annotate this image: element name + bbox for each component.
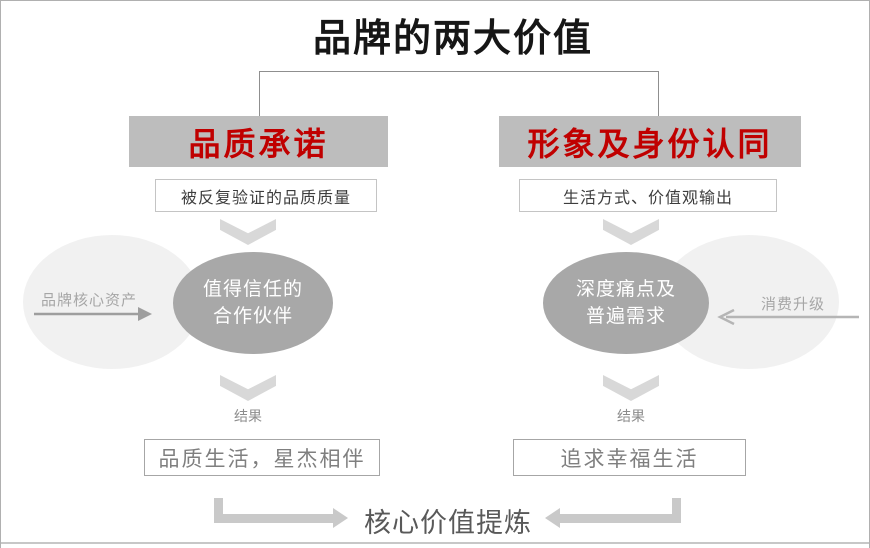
right-core-ellipse: 深度痛点及 普遍需求 xyxy=(543,252,709,354)
right-result-box: 追求幸福生活 xyxy=(513,439,746,476)
right-elbow-arrow xyxy=(672,498,681,523)
footer-label: 核心价值提炼 xyxy=(364,508,532,538)
page-title: 品牌的两大价值 xyxy=(312,18,593,60)
right-side-label: 消费升级 xyxy=(761,296,826,313)
right-sub-box: 生活方式、价值观输出 xyxy=(519,179,777,212)
right-core-line1: 深度痛点及 xyxy=(575,279,676,300)
left-header-label: 品质承诺 xyxy=(188,125,329,162)
chevron-down-icon xyxy=(220,219,276,245)
chevron-down-icon xyxy=(603,219,659,245)
left-side-label: 品牌核心资产 xyxy=(41,292,138,309)
left-background-ellipse xyxy=(23,235,201,369)
right-elbow-arrow xyxy=(560,514,681,523)
left-result-box: 品质生活，星杰相伴 xyxy=(144,439,380,476)
left-core-line1: 值得信任的 xyxy=(202,279,303,300)
left-core-line2: 合作伙伴 xyxy=(212,306,293,327)
chevron-down-icon xyxy=(220,375,276,401)
right-arrow-icon xyxy=(34,307,152,321)
right-result-label: 追求幸福生活 xyxy=(560,447,699,471)
left-sub-box: 被反复验证的品质质量 xyxy=(155,179,377,212)
left-result-label: 品质生活，星杰相伴 xyxy=(158,447,366,471)
right-sub-label: 生活方式、价值观输出 xyxy=(562,189,733,207)
right-arrowhead-icon xyxy=(333,508,348,528)
chevron-down-icon xyxy=(603,375,659,401)
left-core-ellipse: 值得信任的 合作伙伴 xyxy=(173,252,333,354)
left-sub-label: 被反复验证的品质质量 xyxy=(180,189,351,207)
left-arrowhead-icon xyxy=(545,508,560,528)
left-header-box: 品质承诺 xyxy=(129,116,388,167)
right-result-caption: 结果 xyxy=(617,408,645,424)
left-arrow-icon xyxy=(717,309,859,325)
left-elbow-arrow xyxy=(214,514,333,523)
right-header-label: 形象及身份认同 xyxy=(527,125,773,162)
right-header-box: 形象及身份认同 xyxy=(499,116,801,167)
bracket-connector xyxy=(259,71,659,116)
left-elbow-arrow xyxy=(214,498,223,523)
right-core-line2: 普遍需求 xyxy=(585,306,666,327)
bottom-divider xyxy=(1,542,869,544)
left-result-caption: 结果 xyxy=(234,408,262,424)
